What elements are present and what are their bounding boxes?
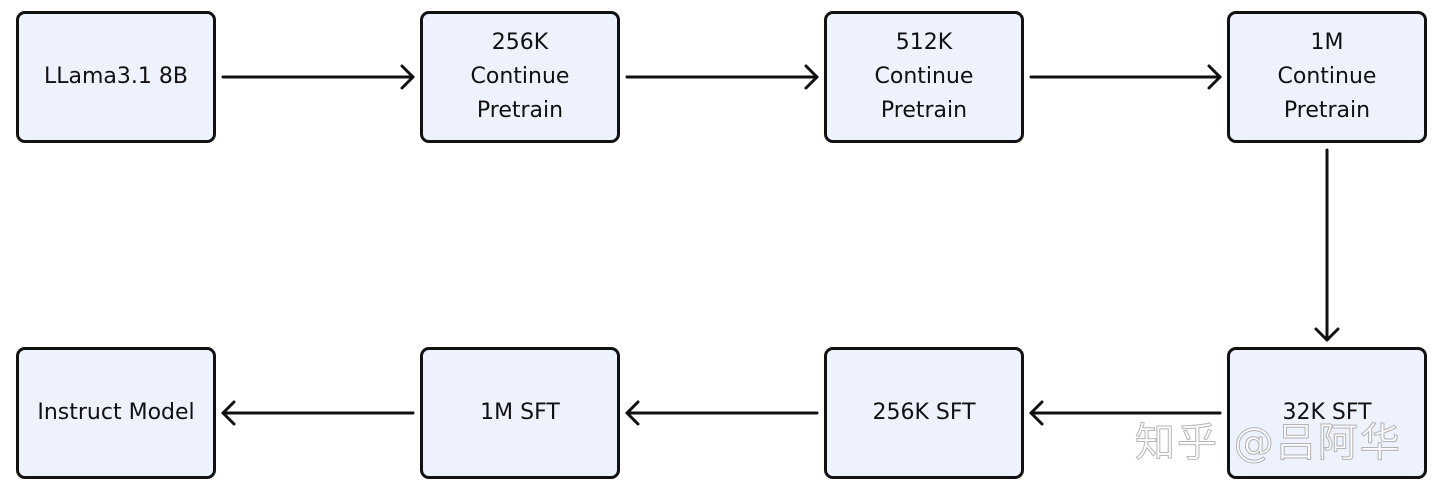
arrow-head: [221, 400, 236, 426]
node-256k-sft: 256K SFT: [824, 347, 1024, 479]
node-label-line: 1M: [1310, 30, 1344, 55]
node-label-line: Pretrain: [1283, 98, 1371, 123]
arrow-sft_1m-to-instruct: [221, 400, 415, 426]
arrow-head: [1029, 400, 1044, 426]
node-256k-continue-pretrain: 256K Continue Pretrain: [420, 11, 620, 143]
node-label-line: 32K SFT: [1282, 400, 1372, 425]
node-32k-sft: 32K SFT: [1227, 347, 1427, 479]
arrow-llama-to-pretrain_256k: [221, 64, 415, 90]
arrow-pretrain_512k-to-pretrain_1m: [1029, 64, 1222, 90]
node-label-line: 256K: [491, 30, 549, 55]
node-label-line: Pretrain: [476, 98, 564, 123]
arrow-head: [400, 64, 415, 90]
node-label-line: Pretrain: [880, 98, 968, 123]
node-instruct-model: Instruct Model: [16, 347, 216, 479]
node-label-line: 1M SFT: [480, 400, 560, 425]
arrow-sft_256k-to-sft_1m: [625, 400, 819, 426]
arrow-head: [1207, 64, 1222, 90]
arrow-head: [625, 400, 640, 426]
arrow-pretrain_256k-to-pretrain_512k: [625, 64, 819, 90]
arrow-sft_32k-to-sft_256k: [1029, 400, 1222, 426]
arrow-head: [804, 64, 819, 90]
arrow-head: [1314, 327, 1340, 342]
node-1m-continue-pretrain: 1M Continue Pretrain: [1227, 11, 1427, 143]
node-512k-continue-pretrain: 512K Continue Pretrain: [824, 11, 1024, 143]
node-1m-sft: 1M SFT: [420, 347, 620, 479]
node-label-line: LLama3.1 8B: [44, 64, 188, 89]
node-label-line: Continue: [874, 64, 974, 89]
node-label-line: Instruct Model: [37, 400, 195, 425]
node-label-line: 256K SFT: [872, 400, 976, 425]
node-label-line: Continue: [1277, 64, 1377, 89]
arrow-pretrain_1m-to-sft_32k: [1314, 148, 1340, 342]
node-label-line: Continue: [470, 64, 570, 89]
node-label-line: 512K: [895, 30, 953, 55]
node-llama3-1-8b: LLama3.1 8B: [16, 11, 216, 143]
